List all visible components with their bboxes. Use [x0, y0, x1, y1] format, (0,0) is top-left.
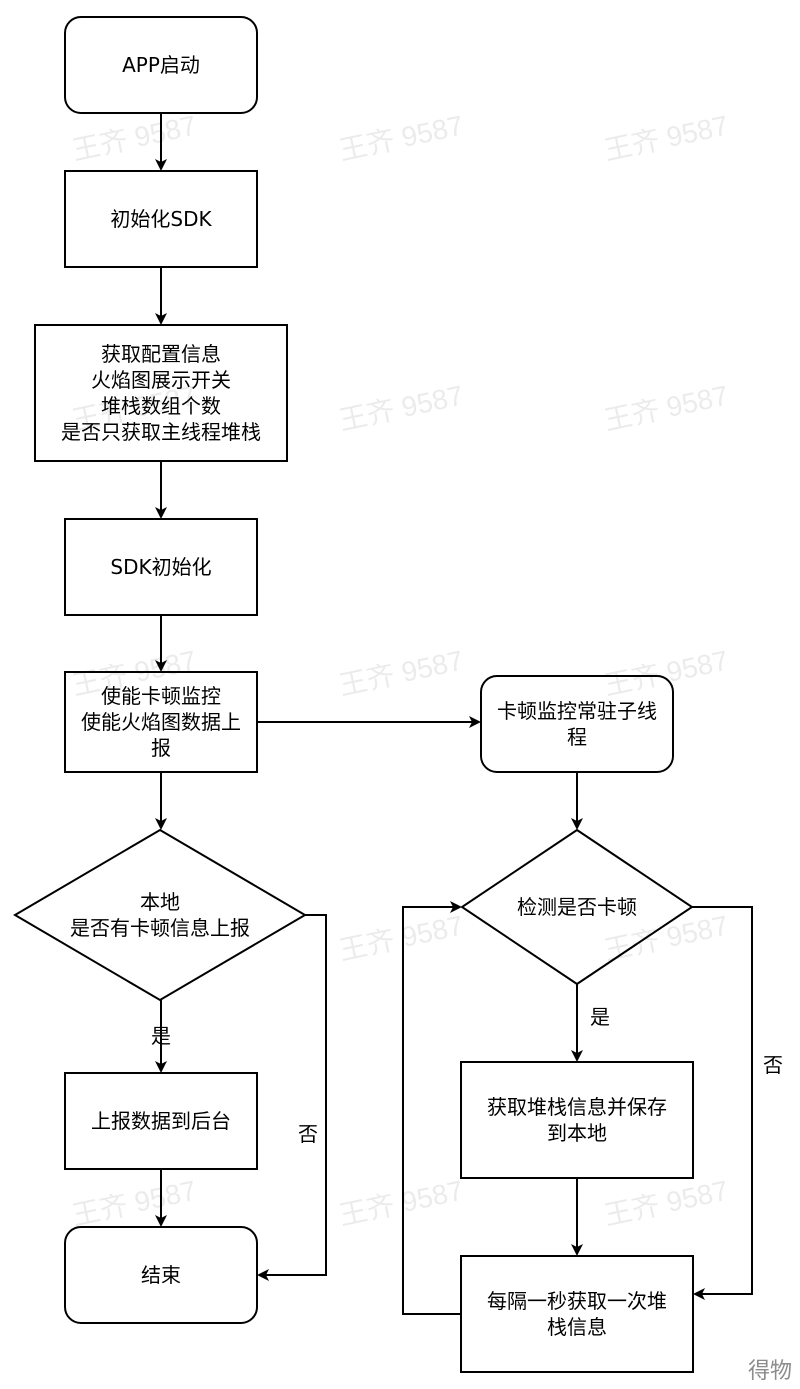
edge-detect-no	[692, 906, 753, 1300]
get-config-label: 获取配置信息 火焰图展示开关 堆栈数组个数 是否只获取主线程堆栈	[61, 342, 261, 444]
save-stack-label: 获取堆栈信息并保存 到本地	[487, 1095, 667, 1145]
periodic-stack-label: 每隔一秒获取一次堆 栈信息	[487, 1289, 667, 1339]
end-label: 结束	[141, 1263, 181, 1287]
resident-thread-label: 卡顿监控常驻子线 程	[497, 699, 657, 749]
right-yes-label: 是	[590, 1005, 610, 1029]
app-start-label: APP启动	[122, 53, 200, 77]
sdk-init-node	[64, 518, 258, 616]
right-no-label: 否	[763, 1053, 783, 1077]
init-sdk-label: 初始化SDK	[110, 207, 212, 231]
left-yes-label: 是	[151, 1024, 171, 1048]
sdk-init-label: SDK初始化	[110, 555, 212, 579]
edge-loop-back	[402, 901, 462, 1315]
report-upload-label: 上报数据到后台	[91, 1109, 231, 1133]
corner-brand-mark: 得物	[747, 1359, 792, 1384]
report-upload-node	[64, 1072, 258, 1170]
left-no-label: 否	[298, 1122, 318, 1146]
save-stack-node	[460, 1061, 694, 1179]
init-sdk-node	[64, 170, 258, 268]
periodic-stack-node	[460, 1255, 694, 1373]
edge-check-no	[257, 914, 327, 1281]
detect-lag-label: 检测是否卡顿	[517, 895, 637, 919]
enable-monitor-label: 使能卡顿监控 使能火焰图数据上 报	[81, 684, 241, 760]
get-config-node	[34, 324, 288, 462]
local-check-label: 本地 是否有卡顿信息上报	[70, 890, 250, 940]
